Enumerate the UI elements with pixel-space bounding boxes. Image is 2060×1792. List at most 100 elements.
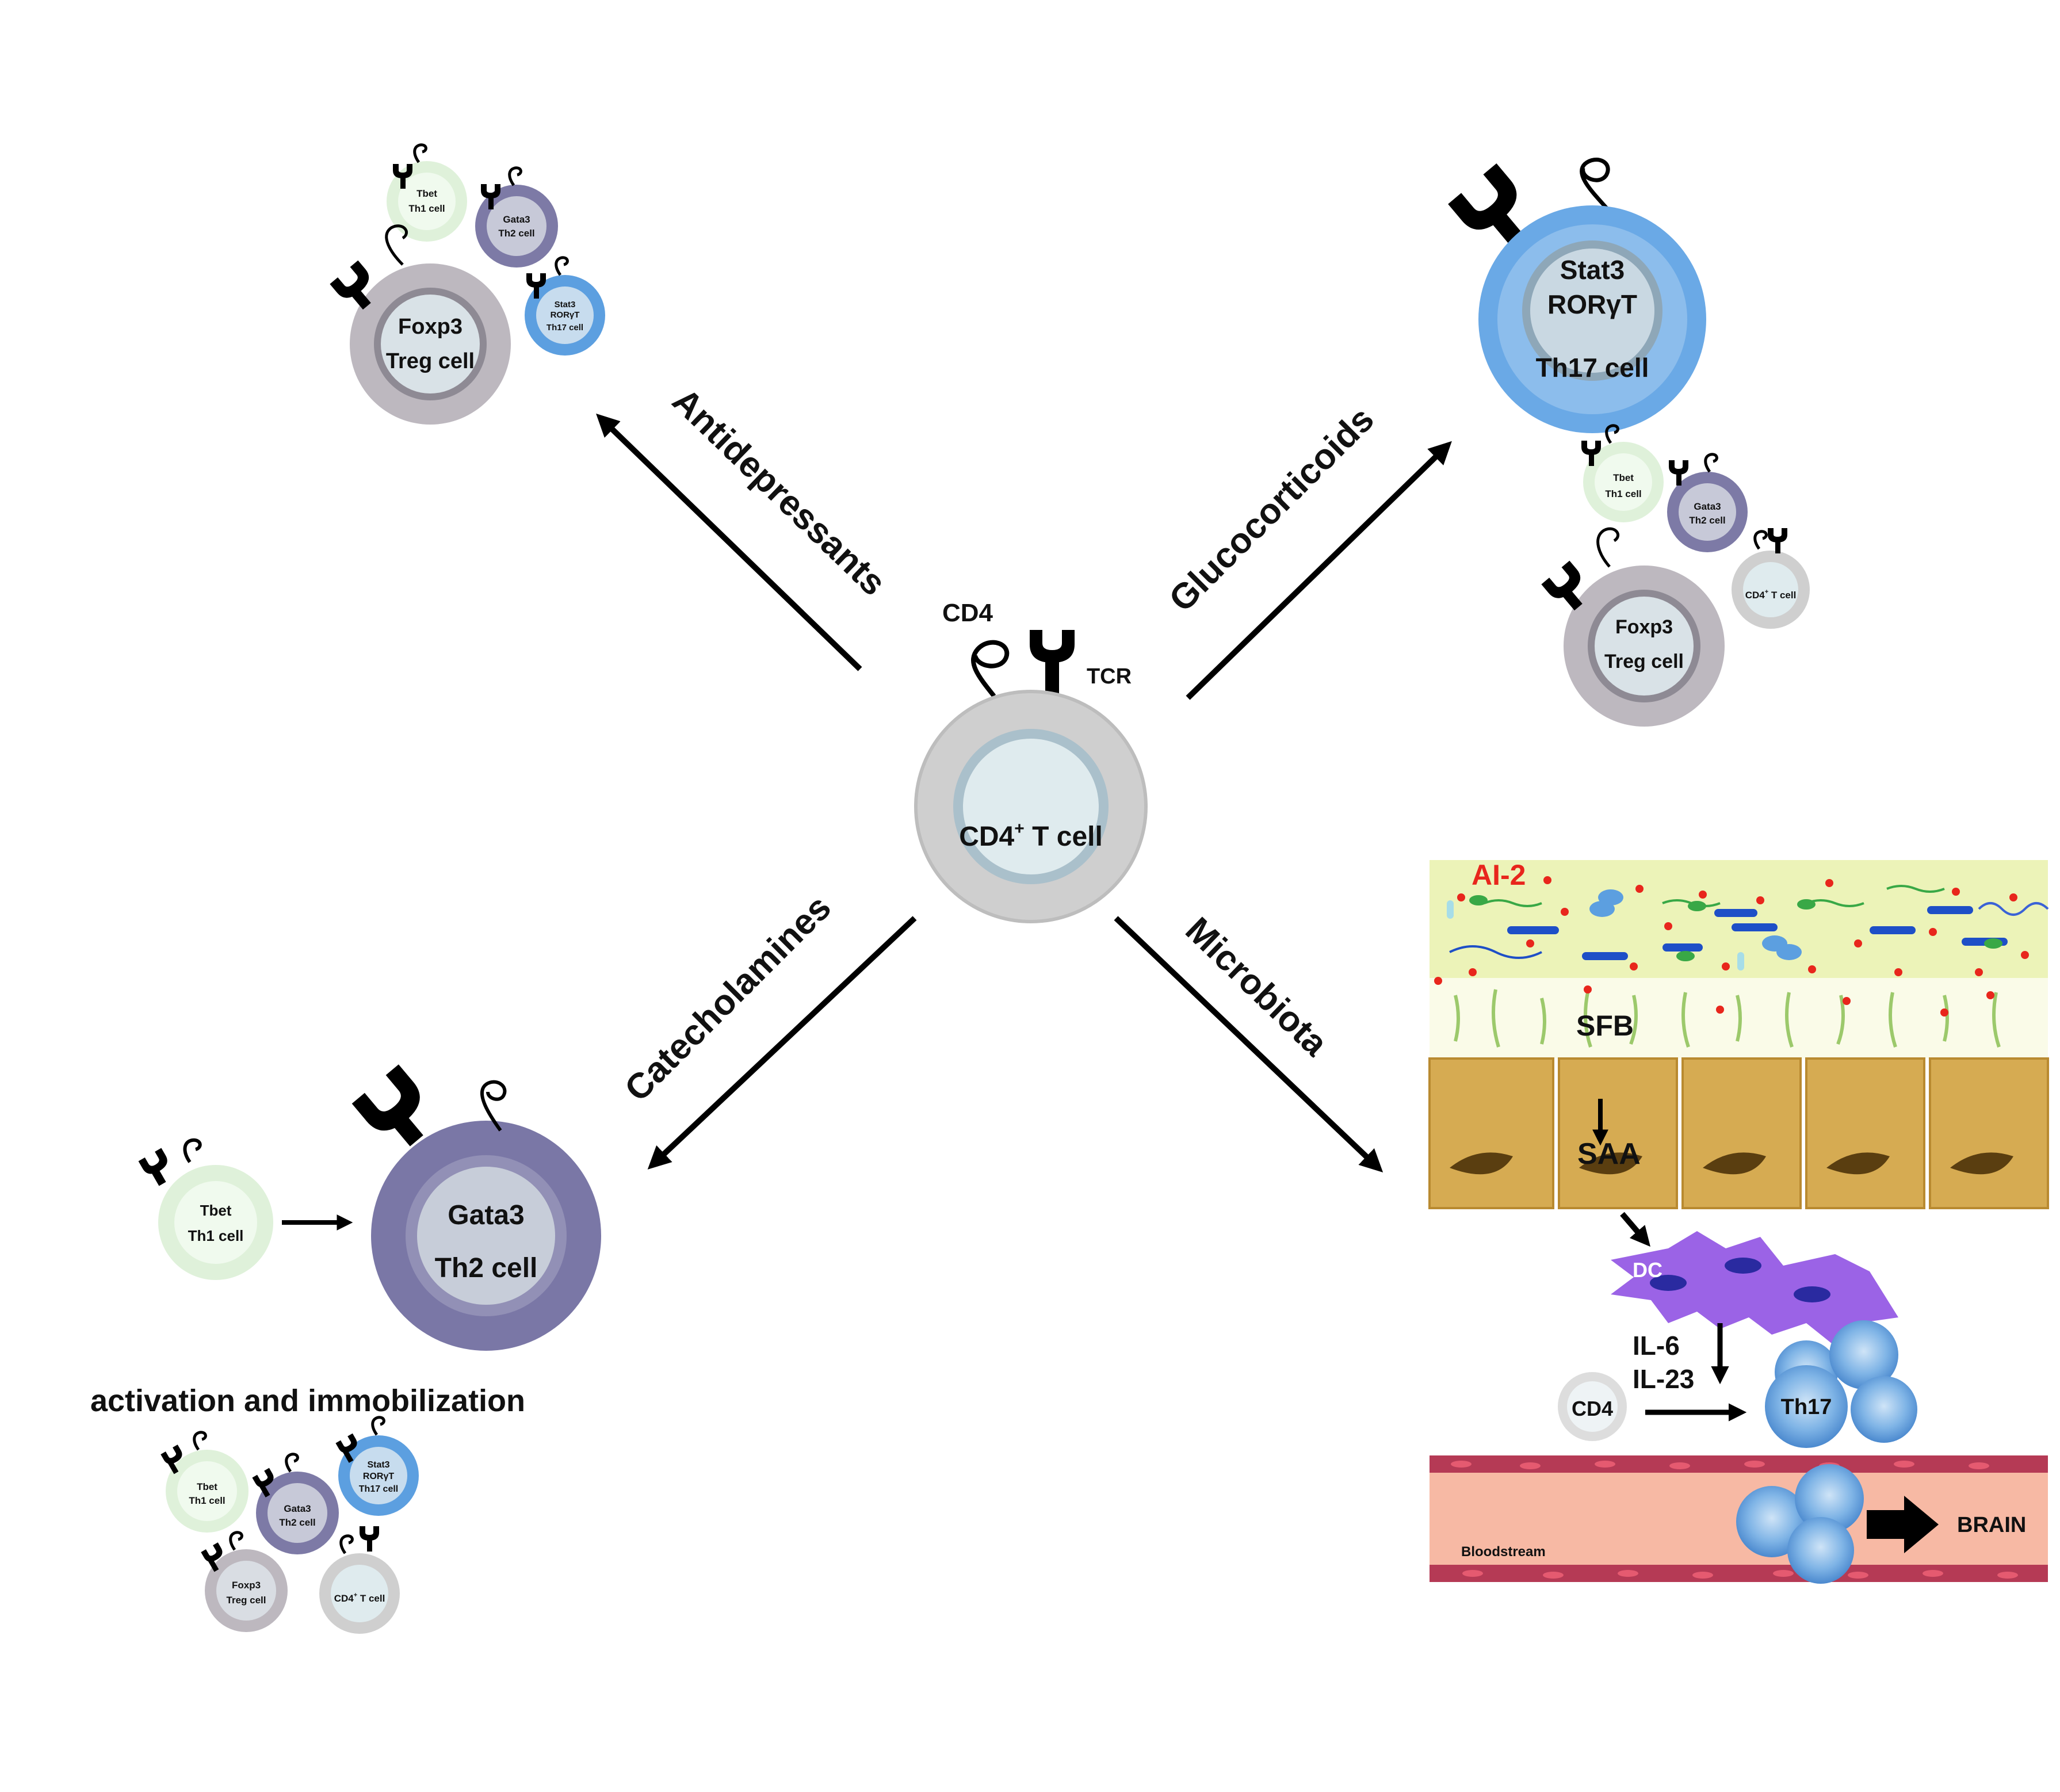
svg-text:RORγT: RORγT — [551, 310, 580, 320]
cd4-cell-gut: CD4 — [1558, 1372, 1627, 1441]
stress-cell-cluster: Tbet Th1 cell Gata3 Th2 cell Stat3 RORγT… — [160, 1416, 419, 1634]
cd4-coreceptor-icon — [385, 143, 569, 276]
treg-cell: Foxp3 Treg cell — [350, 263, 511, 425]
svg-text:Tbet: Tbet — [416, 188, 437, 199]
cd4-coreceptor-icon — [1596, 424, 1768, 568]
brain-label: BRAIN — [1957, 1513, 2026, 1537]
svg-text:Treg cell: Treg cell — [386, 349, 475, 373]
tcr-icon — [160, 1433, 379, 1572]
th17-cell: Stat3 RORγT Th17 cell — [338, 1435, 419, 1516]
sfb-filaments — [1454, 989, 2001, 1048]
cd4-t-cell-small: CD4+ T cell — [1732, 551, 1810, 629]
arrow-microbiota — [1114, 916, 1383, 1172]
tcr-icon — [1030, 630, 1075, 697]
il23-label: IL-23 — [1633, 1364, 1694, 1394]
svg-text:Foxp3: Foxp3 — [398, 315, 463, 339]
cd4-coreceptor-icon — [1580, 157, 1612, 215]
svg-text:RORγT: RORγT — [1547, 289, 1637, 319]
central-cd4-t-cell: CD4+ T cell CD4 TCR — [914, 599, 1148, 923]
svg-text:Stat3: Stat3 — [555, 300, 576, 310]
tcr-icon — [138, 1064, 423, 1186]
tcr-icon — [1448, 163, 1522, 243]
th1-cell: Tbet Th1 cell — [387, 161, 467, 242]
treg-cell: Foxp3 Treg cell — [1564, 566, 1725, 727]
svg-text:Foxp3: Foxp3 — [232, 1580, 261, 1591]
label-glucocorticoids: Glucocorticoids — [1161, 399, 1382, 620]
svg-text:Th1 cell: Th1 cell — [408, 203, 445, 214]
th2-cell-large: Gata3 Th2 cell — [371, 1121, 601, 1351]
sfb-label: SFB — [1576, 1010, 1634, 1042]
gut-panel: AI-2 SFB SAA DC IL- — [1428, 859, 2049, 1588]
svg-text:Th1 cell: Th1 cell — [188, 1227, 244, 1244]
label-catecholamines: Catecholamines — [617, 888, 839, 1109]
th17-cell-large: Stat3 RORγT Th17 cell — [1478, 205, 1706, 433]
svg-text:Th2 cell: Th2 cell — [498, 228, 534, 239]
svg-text:Foxp3: Foxp3 — [1615, 616, 1673, 638]
arrow-glucocorticoids — [1186, 441, 1452, 700]
svg-text:Stat3: Stat3 — [1560, 255, 1625, 285]
dendritic-cells — [1611, 1231, 1898, 1346]
th2-cell: Gata3 Th2 cell — [1667, 472, 1748, 552]
catecholamines-cell-cluster: Tbet Th1 cell Gata3 Th2 cell — [138, 1064, 601, 1351]
th17-gut-label: Th17 — [1781, 1395, 1832, 1419]
cd4-coreceptor-icon — [183, 1080, 507, 1163]
svg-text:Gata3: Gata3 — [284, 1503, 311, 1514]
arrow-catecholamines — [647, 916, 917, 1170]
treg-cell: Foxp3 Treg cell — [205, 1549, 288, 1632]
brain-arrow — [1867, 1496, 1939, 1553]
tcr-icon — [1541, 441, 1787, 611]
blood-vessel — [1430, 1455, 2048, 1584]
tcr-label: TCR — [1087, 664, 1132, 689]
svg-text:Gata3: Gata3 — [503, 214, 530, 225]
bloodstream-label: Bloodstream — [1461, 1544, 1546, 1560]
cd4-coreceptor-icon — [193, 1416, 385, 1554]
svg-text:Th17 cell: Th17 cell — [359, 1484, 398, 1494]
svg-text:Tbet: Tbet — [1613, 472, 1634, 483]
label-antidepressants: Antidepressants — [665, 381, 893, 603]
svg-text:CD4+ T cell: CD4+ T cell — [334, 1592, 385, 1604]
il6-label: IL-6 — [1633, 1331, 1680, 1361]
glucocorticoids-cell-cluster: Stat3 RORγT Th17 cell Tbet Th1 cell Gata… — [1448, 157, 1810, 727]
svg-text:Tbet: Tbet — [200, 1202, 232, 1219]
label-microbiota: Microbiota — [1178, 910, 1336, 1064]
svg-text:Th2 cell: Th2 cell — [279, 1517, 315, 1528]
th17-cells-gut — [1765, 1320, 1917, 1448]
central-cell-label: CD4+ T cell — [959, 819, 1103, 852]
arrow-antidepressants — [596, 413, 862, 671]
th1-cell: Tbet Th1 cell — [158, 1165, 273, 1280]
svg-text:Th2 cell: Th2 cell — [1689, 515, 1725, 526]
bacteria — [1447, 885, 2049, 970]
dc-label: DC — [1633, 1258, 1662, 1282]
cd4-label: CD4 — [942, 599, 993, 627]
svg-text:Tbet: Tbet — [197, 1481, 217, 1492]
svg-text:Th1 cell: Th1 cell — [1605, 488, 1641, 499]
cd4-coreceptor-icon — [970, 640, 1010, 698]
svg-text:CD4+ T cell: CD4+ T cell — [1745, 589, 1797, 601]
th1-cell: Tbet Th1 cell — [166, 1450, 249, 1533]
svg-text:Treg cell: Treg cell — [227, 1595, 266, 1606]
svg-text:Th1 cell: Th1 cell — [189, 1495, 225, 1506]
th2-cell: Gata3 Th2 cell — [475, 185, 558, 268]
antidepressants-cell-cluster: Tbet Th1 cell Gata3 Th2 cell Stat3 RORγT… — [330, 143, 605, 425]
svg-text:Gata3: Gata3 — [448, 1200, 524, 1231]
cd4-t-cell-small: CD4+ T cell — [319, 1553, 400, 1634]
ai2-label: AI-2 — [1472, 859, 1526, 891]
svg-text:Gata3: Gata3 — [1694, 501, 1721, 512]
th1-cell: Tbet Th1 cell — [1583, 442, 1664, 522]
svg-text:Treg cell: Treg cell — [1604, 651, 1684, 673]
svg-text:Stat3: Stat3 — [367, 1460, 389, 1470]
stress-label: activation and immobilization — [90, 1384, 525, 1418]
svg-text:Th17 cell: Th17 cell — [546, 323, 583, 333]
th2-cell: Gata3 Th2 cell — [256, 1472, 339, 1554]
svg-text:Th2 cell: Th2 cell — [435, 1253, 538, 1283]
svg-text:CD4: CD4 — [1572, 1397, 1613, 1420]
saa-label: SAA — [1577, 1137, 1641, 1171]
svg-text:RORγT: RORγT — [363, 1472, 394, 1481]
tcr-icon — [330, 164, 546, 310]
th17-cell: Stat3 RORγT Th17 cell — [525, 275, 605, 356]
ai2-molecules — [1434, 876, 2029, 1017]
epithelium — [1428, 1057, 2049, 1209]
svg-text:Th17 cell: Th17 cell — [1536, 353, 1649, 383]
